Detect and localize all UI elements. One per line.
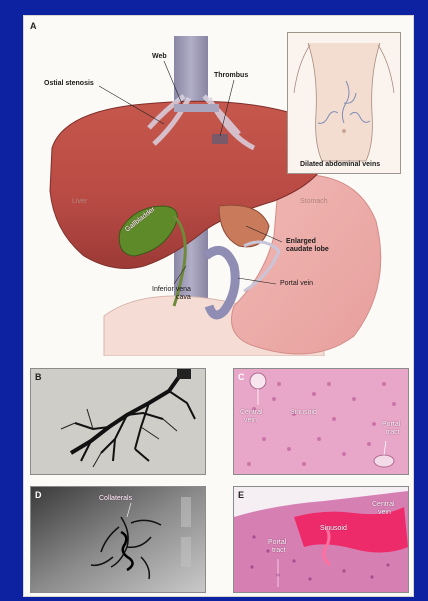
hepatic-venogram	[31, 369, 205, 474]
web-band	[174, 104, 219, 112]
label-ivc-2: cava	[176, 294, 191, 302]
panel-c: C Central vein Sinusoid Portal tract	[233, 368, 409, 475]
label-ostial-stenosis: Ostial stenosis	[44, 80, 94, 88]
label-thrombus: Thrombus	[214, 72, 248, 80]
c-label-central-1: Central	[240, 409, 263, 417]
panel-d: D Collaterals	[30, 486, 206, 593]
e-label-central-2: vein	[378, 509, 391, 517]
panel-b-letter: B	[35, 372, 42, 382]
panel-e-letter: E	[238, 490, 244, 500]
c-label-central-2: vein	[244, 417, 257, 425]
d-label-collaterals: Collaterals	[99, 495, 132, 503]
panel-c-letter: C	[238, 372, 245, 382]
panel-d-letter: D	[35, 490, 42, 500]
label-ivc-1: Inferior vena	[152, 286, 191, 294]
label-web: Web	[152, 53, 167, 61]
label-liver: Liver	[72, 198, 87, 206]
inset-abdomen: Dilated abdominal veins	[287, 32, 401, 174]
panel-e: E Central vein Sinusoid Portal tract	[233, 486, 409, 593]
panel-b: B	[30, 368, 206, 475]
e-label-central-1: Central	[372, 501, 395, 509]
label-enlarged-2: caudate lobe	[286, 246, 329, 254]
label-stomach: Stomach	[300, 198, 328, 206]
label-enlarged-1: Enlarged	[286, 238, 316, 246]
figure-page: A	[24, 16, 413, 596]
c-label-portal-2: tract	[386, 429, 400, 437]
c-label-portal-1: Portal	[382, 421, 400, 429]
torso-drawing	[288, 33, 400, 173]
inset-caption: Dilated abdominal veins	[300, 161, 380, 169]
e-label-portal-2: tract	[272, 547, 286, 555]
e-label-portal-1: Portal	[268, 539, 286, 547]
label-portal-vein: Portal vein	[280, 280, 313, 288]
c-label-sinusoid: Sinusoid	[290, 409, 317, 417]
e-label-sinusoid: Sinusoid	[320, 525, 347, 533]
